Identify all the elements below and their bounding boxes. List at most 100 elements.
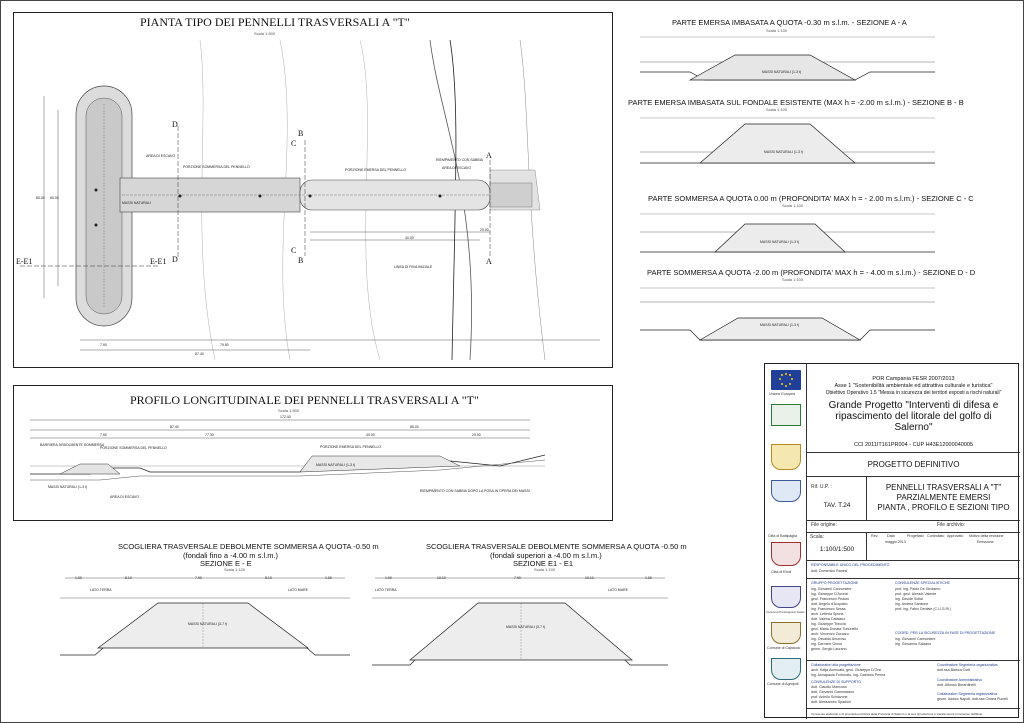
rev-motivo: Emissione — [977, 540, 994, 544]
supporto-member: prof. Aniello Schiavone — [811, 695, 848, 699]
gruppo-member: dott. Angelo d'Acquisto — [811, 602, 848, 606]
section-b-note: MASSI NATURALI (1-3 t) — [764, 150, 804, 154]
collab-seg-label: Collaboratori Segreteria organizzativa — [937, 692, 998, 696]
scale-row: Scala: 1:100/1:500 Rev. Data Progettato … — [807, 532, 1020, 561]
plan-scale: Scala 1:500 — [254, 31, 276, 36]
section-e-note: MASSI NATURALI (3-7 t) — [188, 622, 228, 626]
tav-number: TAV. T.24 — [823, 502, 851, 509]
section-a-scale: Scala 1:100 — [766, 28, 788, 33]
rev-header-controllato: Controllato — [927, 534, 945, 538]
plan-label-riempimento: RIEMPIMENTO CON SABBIA — [436, 158, 483, 162]
cci-text: CCI 2011IT161PR004 - CUP H43E12000040005 — [853, 442, 974, 448]
section-e1-dim-1: 1.00 — [385, 576, 392, 580]
rev-header-data: Data — [887, 534, 895, 538]
gruppo-member: geom. Sergio Laurano — [811, 647, 847, 651]
consulente: prof. ing. Fabio Dentale (C.U.G.RI.) — [895, 607, 952, 611]
consulente: prof. geol. Alessio Valente — [895, 592, 937, 596]
profile-title: PROFILO LONGITUDINALE DEI PENNELLI TRASV… — [130, 393, 479, 407]
logo-label-eu: Unione Europea — [769, 392, 795, 396]
section-e1-scale: Scala 1:100 — [534, 567, 556, 572]
section-mark-d-bottom: D — [172, 255, 178, 264]
section-e-dim-1: 1.00 — [75, 576, 82, 580]
profile-label-massi: MASSI NATURALI (1-3 t) — [316, 463, 356, 467]
profile-label-barriera: BARRIERA DEBOLMENTE SOMMERSA — [40, 443, 105, 447]
logo-label-battipaglia: Cittá di Battipaglia — [768, 534, 797, 538]
section-d-title: PARTE SOMMERSA A QUOTA -2.00 m (PROFONDI… — [647, 268, 976, 277]
section-e-dim-2: 8.10 — [125, 576, 132, 580]
plan-dim-40: 40.00 — [405, 236, 414, 240]
collab-seg: geom. Isidoro Napoli, dott.ssa Chiara Pu… — [937, 697, 1008, 701]
plan-dim-60: 60.00 — [50, 196, 59, 200]
section-b-title: PARTE EMERSA IMBASATA SUL FONDALE ESISTE… — [628, 98, 964, 107]
gruppo-member: ing. Carmine Greco — [811, 642, 843, 646]
profile-frame — [13, 385, 613, 521]
plan-label-massi: MASSI NATURALI — [122, 201, 151, 205]
section-d-note: MASSI NATURALI (1-3 t) — [760, 323, 800, 327]
rev-header-motivo: Motivo della revisione — [969, 534, 1004, 538]
collab-row: Collaboratori alla progettazione arch. K… — [807, 660, 1020, 708]
section-e1-title-1: SCOGLIERA TRASVERSALE DEBOLMENTE SOMMERS… — [426, 542, 687, 551]
plan-dim-7-90: 7.90 — [100, 343, 107, 347]
gruppo-member: arch. Vincenzo Zuccaro — [811, 632, 849, 636]
plan-title: PIANTA TIPO DEI PENNELLI TRASVERSALI A "… — [140, 15, 410, 29]
rup-row: RESPONSABILE UNICO DEL PROCEDIMENTO dott… — [807, 560, 1020, 578]
coord-seg-label: Coordinatore Segreteria organizzativa — [937, 663, 998, 667]
eu-flag-icon — [771, 370, 801, 390]
rup-label: RESPONSABILE UNICO DEL PROCEDIMENTO — [811, 563, 890, 567]
profile-label-porzione-emersa: PORZIONE EMERSA DEL PENNELLO — [320, 445, 382, 449]
program-text: POR Campania FESR 2007/2013 — [872, 376, 955, 382]
profile-label-porzione-sommersa: PORZIONE SOMMERSA DEL PENNELLO — [100, 446, 167, 450]
rup-name: dott. Domenico Ranesi — [811, 569, 848, 573]
file-origine-label: File origine: — [811, 522, 837, 528]
coord-amm-label: Coordinatore Amministrativo — [937, 678, 983, 682]
phase-row: PROGETTO DEFINITIVO — [807, 452, 1020, 476]
section-mark-b-top: B — [298, 129, 304, 138]
section-e-title-1: SCOGLIERA TRASVERSALE DEBOLMENTE SOMMERS… — [118, 542, 379, 551]
logo-label-eboli: Cittá di Eboli — [771, 570, 792, 574]
section-e-lato-terra: LATO TERRA — [90, 588, 112, 592]
profile-dim-20: 20.00 — [472, 433, 481, 437]
plan-dim-20: 20.00 — [480, 228, 489, 232]
scala-label: Scala: — [810, 534, 824, 540]
section-mark-e-left: E-E1 — [16, 257, 33, 266]
agropoli-crest-icon — [771, 658, 801, 680]
section-e-lato-mare: LATO MARE — [288, 588, 308, 592]
drawing-title-line-2: PARZIALMENTE EMERSI — [896, 493, 991, 502]
gruppo-label: GRUPPO PROGETTAZIONE — [811, 581, 859, 585]
rev-header-approvato: Approvato — [947, 534, 964, 538]
logo-label-agropoli: Comune di Agropoli — [767, 682, 799, 686]
section-mark-e-right: E-E1 — [150, 257, 167, 266]
footer-row: Il presente elaborato è di proprietà esc… — [807, 708, 1020, 719]
section-e1-title-2: (fondali superiori a -4.00 m s.l.m.) — [490, 551, 602, 560]
plan-label-porzione-sommersa: PORZIONE SOMMERSA DEL PENNELLO — [183, 165, 250, 169]
scale-cell: Scala: 1:100/1:500 — [807, 533, 867, 561]
supporto-label: CONSULENZE DI SUPPORTO — [811, 680, 862, 684]
section-e1-dim-3: 7.90 — [514, 576, 521, 580]
supporto-member: dott. Giovanni Gammarano — [811, 690, 855, 694]
section-e1-dim-4: 10.10 — [585, 576, 594, 580]
logo-label-capaccio: Comune di Capaccio — [767, 646, 801, 650]
rif-label: Rif. U.P. : — [811, 484, 832, 490]
eboli-crest-icon — [771, 542, 801, 566]
section-c-title: PARTE SOMMERSA A QUOTA 0.00 m (PROFONDIT… — [648, 194, 974, 203]
battipaglia-crest-icon — [771, 444, 801, 470]
profile-dim-7-90: 7.90 — [100, 433, 107, 437]
gruppo-member: ing. Giuseppe D'Acunzi — [811, 592, 849, 596]
supporto-member: dott. Claudio Mancuso — [811, 685, 847, 689]
plan-dim-80: 80.00 — [36, 196, 45, 200]
section-mark-c-top: C — [291, 139, 297, 148]
section-mark-b-bottom: B — [298, 256, 304, 265]
sicurezza-member: ing. Giovanni Cannoniere — [895, 637, 936, 641]
profile-label-massi-2: MASSI NATURALI (1-3 t) — [48, 485, 88, 489]
section-c-note: MASSI NATURALI (1-3 t) — [760, 240, 800, 244]
gruppo-member: dott. Valeria Catalano — [811, 617, 846, 621]
profile-dim-total: 172.40 — [280, 415, 291, 419]
phase-text: PROGETTO DEFINITIVO — [867, 460, 960, 469]
gruppo-member: ing. Francesco Sessa — [811, 607, 846, 611]
logo-label-pontecagnano: Comune di Pontecagnano Faiano — [766, 611, 805, 614]
section-c-scale: Scala 1:100 — [782, 203, 804, 208]
section-e-dim-5: 1.00 — [325, 576, 332, 580]
